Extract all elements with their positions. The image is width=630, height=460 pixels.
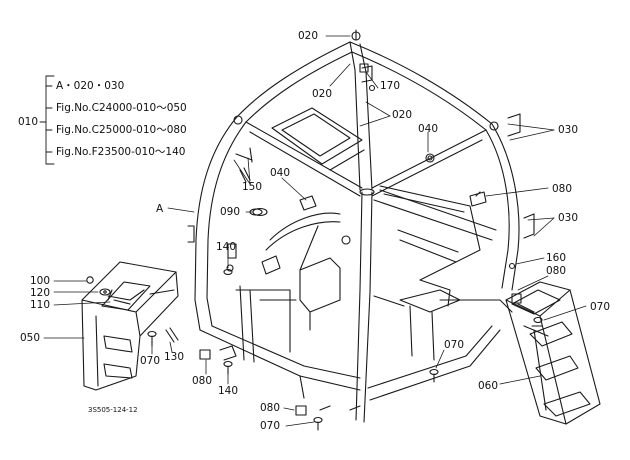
callout-070-left: 070 [140,355,161,367]
callout-a: A [156,203,164,215]
callout-130: 130 [164,351,185,363]
callout-020-right: 020 [392,109,413,121]
callout-080-r2: 080 [546,265,567,277]
legend-line-3: Fig.No.C25000-010～080 [56,124,187,136]
callout-070-mid: 070 [444,339,465,351]
legend-group-label: 010 [18,116,39,128]
callout-150: 150 [242,181,263,193]
left-step-assembly [81,261,179,391]
drawing-code: 3S505-124-12 [88,406,138,414]
callout-140-center: 140 [216,241,237,253]
callout-160: 160 [546,252,567,264]
callout-140-bottom: 140 [218,385,239,397]
callout-090: 090 [220,206,241,218]
hardware-parts [86,63,543,431]
legend-bracket [39,75,55,165]
right-step-assembly [505,281,601,425]
callout-170: 170 [380,80,401,92]
callout-050: 050 [20,332,41,344]
callout-030-upper: 030 [558,124,579,136]
legend-line-4: Fig.No.F23500-010～140 [56,146,186,158]
callout-080-low: 080 [260,402,281,414]
legend-line-2: Fig.No.C24000-010～050 [56,102,187,114]
callout-070-right: 070 [590,301,611,313]
callout-020-mid: 020 [312,88,333,100]
callout-120: 120 [30,287,51,299]
callout-070-low: 070 [260,420,281,432]
callout-020-top: 020 [298,30,319,42]
callout-100: 100 [30,275,51,287]
callout-110: 110 [30,299,51,311]
callout-060: 060 [478,380,499,392]
legend-line-1: A・020・030 [56,80,125,92]
callout-030-lower: 030 [558,212,579,224]
leader-lines [43,35,587,427]
callout-040-right: 040 [418,123,439,135]
callout-080-right: 080 [552,183,573,195]
callout-040-center: 040 [270,167,291,179]
callout-080-bottom: 080 [192,375,213,387]
cabin-frame [187,29,535,423]
